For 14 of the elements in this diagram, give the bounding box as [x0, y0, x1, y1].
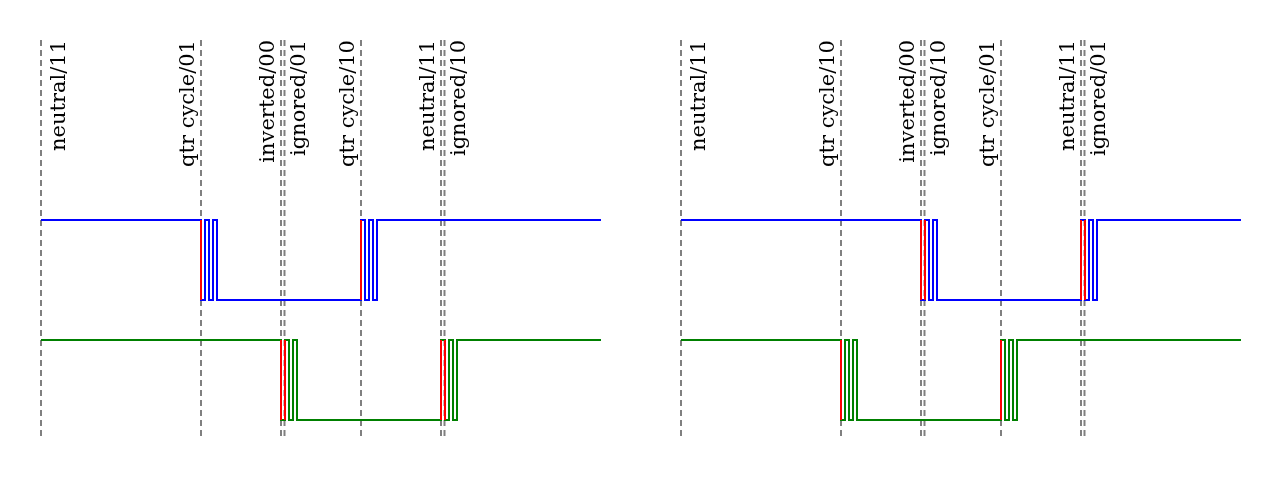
event-label: neutral/11 — [686, 40, 711, 151]
event-label: neutral/11 — [1054, 40, 1080, 151]
event-label: qtr cycle/10 — [334, 40, 360, 167]
event-label: qtr cycle/01 — [974, 40, 1000, 167]
event-label: neutral/11 — [414, 40, 440, 151]
event-label: ignored/10 — [446, 40, 471, 157]
event-label: ignored/01 — [286, 40, 311, 157]
event-label: ignored/10 — [926, 40, 951, 157]
event-label: neutral/11 — [46, 40, 71, 151]
event-label: qtr cycle/01 — [174, 40, 200, 167]
event-label: inverted/00 — [254, 40, 280, 163]
event-label: ignored/01 — [1086, 40, 1111, 157]
event-label: qtr cycle/10 — [814, 40, 840, 167]
event-label: inverted/00 — [894, 40, 920, 163]
